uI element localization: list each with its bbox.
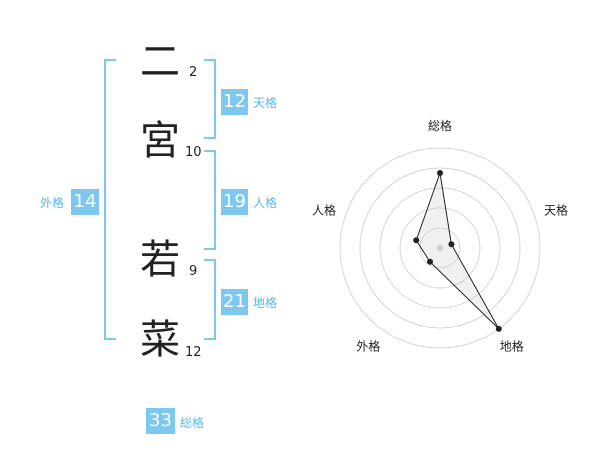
radar-grid-ring-2 [399, 207, 481, 289]
radar-grid-ring-5 [339, 147, 541, 349]
name-char-3: 若 [140, 237, 180, 283]
name-char-2: 宮 [140, 118, 180, 164]
jinkaku-label: 人格 [253, 196, 278, 210]
soukaku-value: 33 [146, 408, 175, 434]
radar-grid-ring-4 [359, 167, 521, 329]
radar-axis-label-4: 外格 [356, 339, 380, 354]
stroke-count-2: 10 [185, 145, 202, 160]
radar-axis-label-2: 天格 [544, 202, 568, 217]
radar-point-1 [437, 170, 443, 176]
name-char-4: 菜 [140, 317, 180, 363]
name-char-1: 二 [140, 39, 180, 85]
stroke-count-3: 9 [189, 264, 198, 279]
radar-point-2 [448, 241, 455, 248]
radar-series-polygon [415, 172, 500, 330]
chikaku-label: 地格 [253, 296, 278, 310]
tenkaku-value: 12 [221, 89, 248, 115]
radar-center-dot [437, 245, 443, 251]
radar-point-4 [427, 258, 434, 265]
radar-grid-ring-1 [419, 227, 461, 269]
radar-point-5 [413, 237, 420, 244]
stroke-count-1: 2 [189, 65, 198, 80]
jinkaku-value: 19 [221, 189, 248, 215]
radar-axis-label-5: 人格 [312, 202, 336, 217]
radar-point-3 [495, 325, 502, 332]
stroke-count-4: 12 [185, 345, 202, 360]
radar-axis-label-3: 地格 [500, 339, 524, 354]
gaikaku-value: 14 [71, 189, 99, 215]
tenkaku-label: 天格 [253, 96, 278, 110]
radar-grid-ring-3 [379, 187, 501, 309]
chikaku-value: 21 [221, 289, 248, 315]
gaikaku-label: 外格 [40, 196, 65, 210]
soukaku-label: 総格 [180, 416, 205, 430]
radar-axis-label-1: 総格 [428, 118, 452, 133]
